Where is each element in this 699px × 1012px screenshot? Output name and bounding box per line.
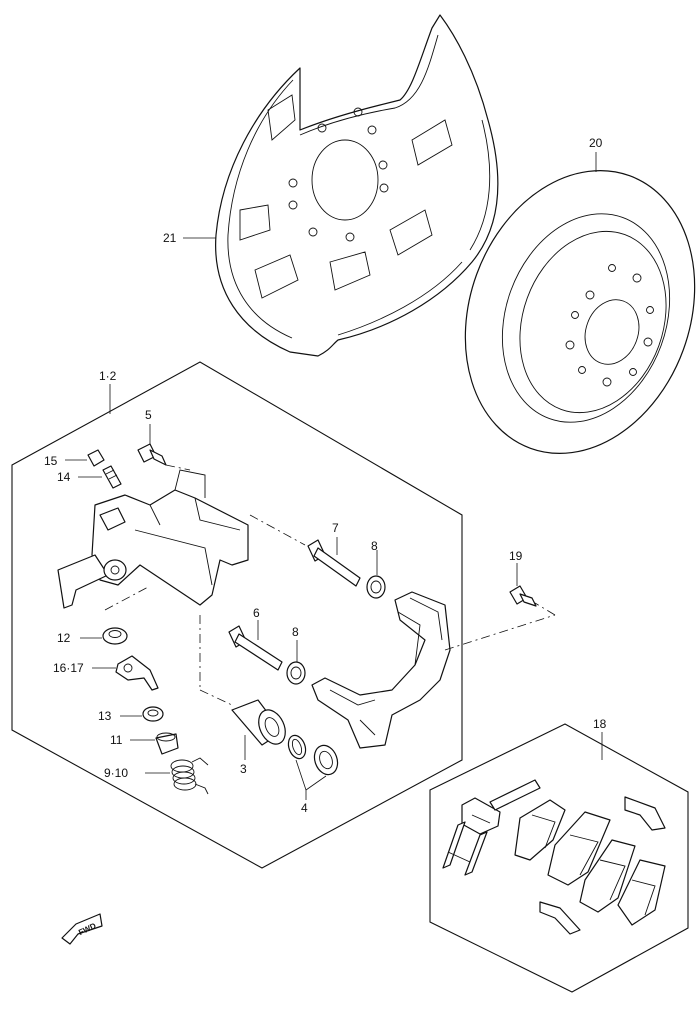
callout-19: 19 bbox=[509, 549, 523, 563]
callout-12: 12 bbox=[57, 631, 71, 645]
bleeder-cap-part-15 bbox=[87, 449, 105, 467]
caliper-body bbox=[57, 469, 249, 609]
callout-1-2: 1·2 bbox=[99, 369, 117, 383]
callout-20: 20 bbox=[589, 136, 603, 150]
bleeder-screw-part-14 bbox=[102, 465, 122, 489]
callout-8-upper: 8 bbox=[371, 539, 378, 553]
guide-pin-part-7 bbox=[307, 539, 361, 587]
pad-set-box bbox=[429, 723, 689, 993]
caliper-support-bracket bbox=[311, 591, 451, 749]
brake-disc-part-20 bbox=[464, 170, 696, 454]
bracket-bolt-part-19 bbox=[509, 585, 537, 607]
callout-13: 13 bbox=[98, 709, 112, 723]
guide-pin-part-6 bbox=[228, 625, 283, 671]
callout-15: 15 bbox=[44, 454, 58, 468]
washer-part-12 bbox=[102, 627, 128, 645]
pad-set-part-18 bbox=[442, 779, 666, 935]
seal-kit-part-4 bbox=[287, 734, 339, 776]
spring-part-9-10 bbox=[170, 757, 209, 795]
caliper-bolt-part-5 bbox=[137, 443, 167, 466]
nut-part-11 bbox=[155, 732, 179, 755]
callout-8-lower: 8 bbox=[292, 625, 299, 639]
callout-3: 3 bbox=[240, 762, 247, 776]
caliper-assembly-box bbox=[11, 361, 463, 869]
callout-6: 6 bbox=[253, 606, 260, 620]
piston-part-3 bbox=[231, 699, 286, 746]
lever-part-16-17 bbox=[115, 655, 159, 691]
callout-21: 21 bbox=[163, 231, 177, 245]
dust-shield-part-21 bbox=[215, 14, 499, 357]
callout-9-10: 9·10 bbox=[104, 766, 128, 780]
callout-7: 7 bbox=[332, 521, 339, 535]
pin-boot-part-8-upper bbox=[366, 575, 386, 599]
pin-boot-part-8-lower bbox=[286, 661, 306, 685]
callout-4: 4 bbox=[301, 801, 308, 815]
callout-5: 5 bbox=[145, 408, 152, 422]
forward-arrow-icon: FWD bbox=[61, 913, 103, 945]
callout-14: 14 bbox=[57, 470, 71, 484]
ring-part-13 bbox=[142, 706, 164, 722]
callout-16-17: 16·17 bbox=[53, 661, 84, 675]
callout-11: 11 bbox=[110, 733, 123, 747]
callout-18: 18 bbox=[593, 717, 607, 731]
